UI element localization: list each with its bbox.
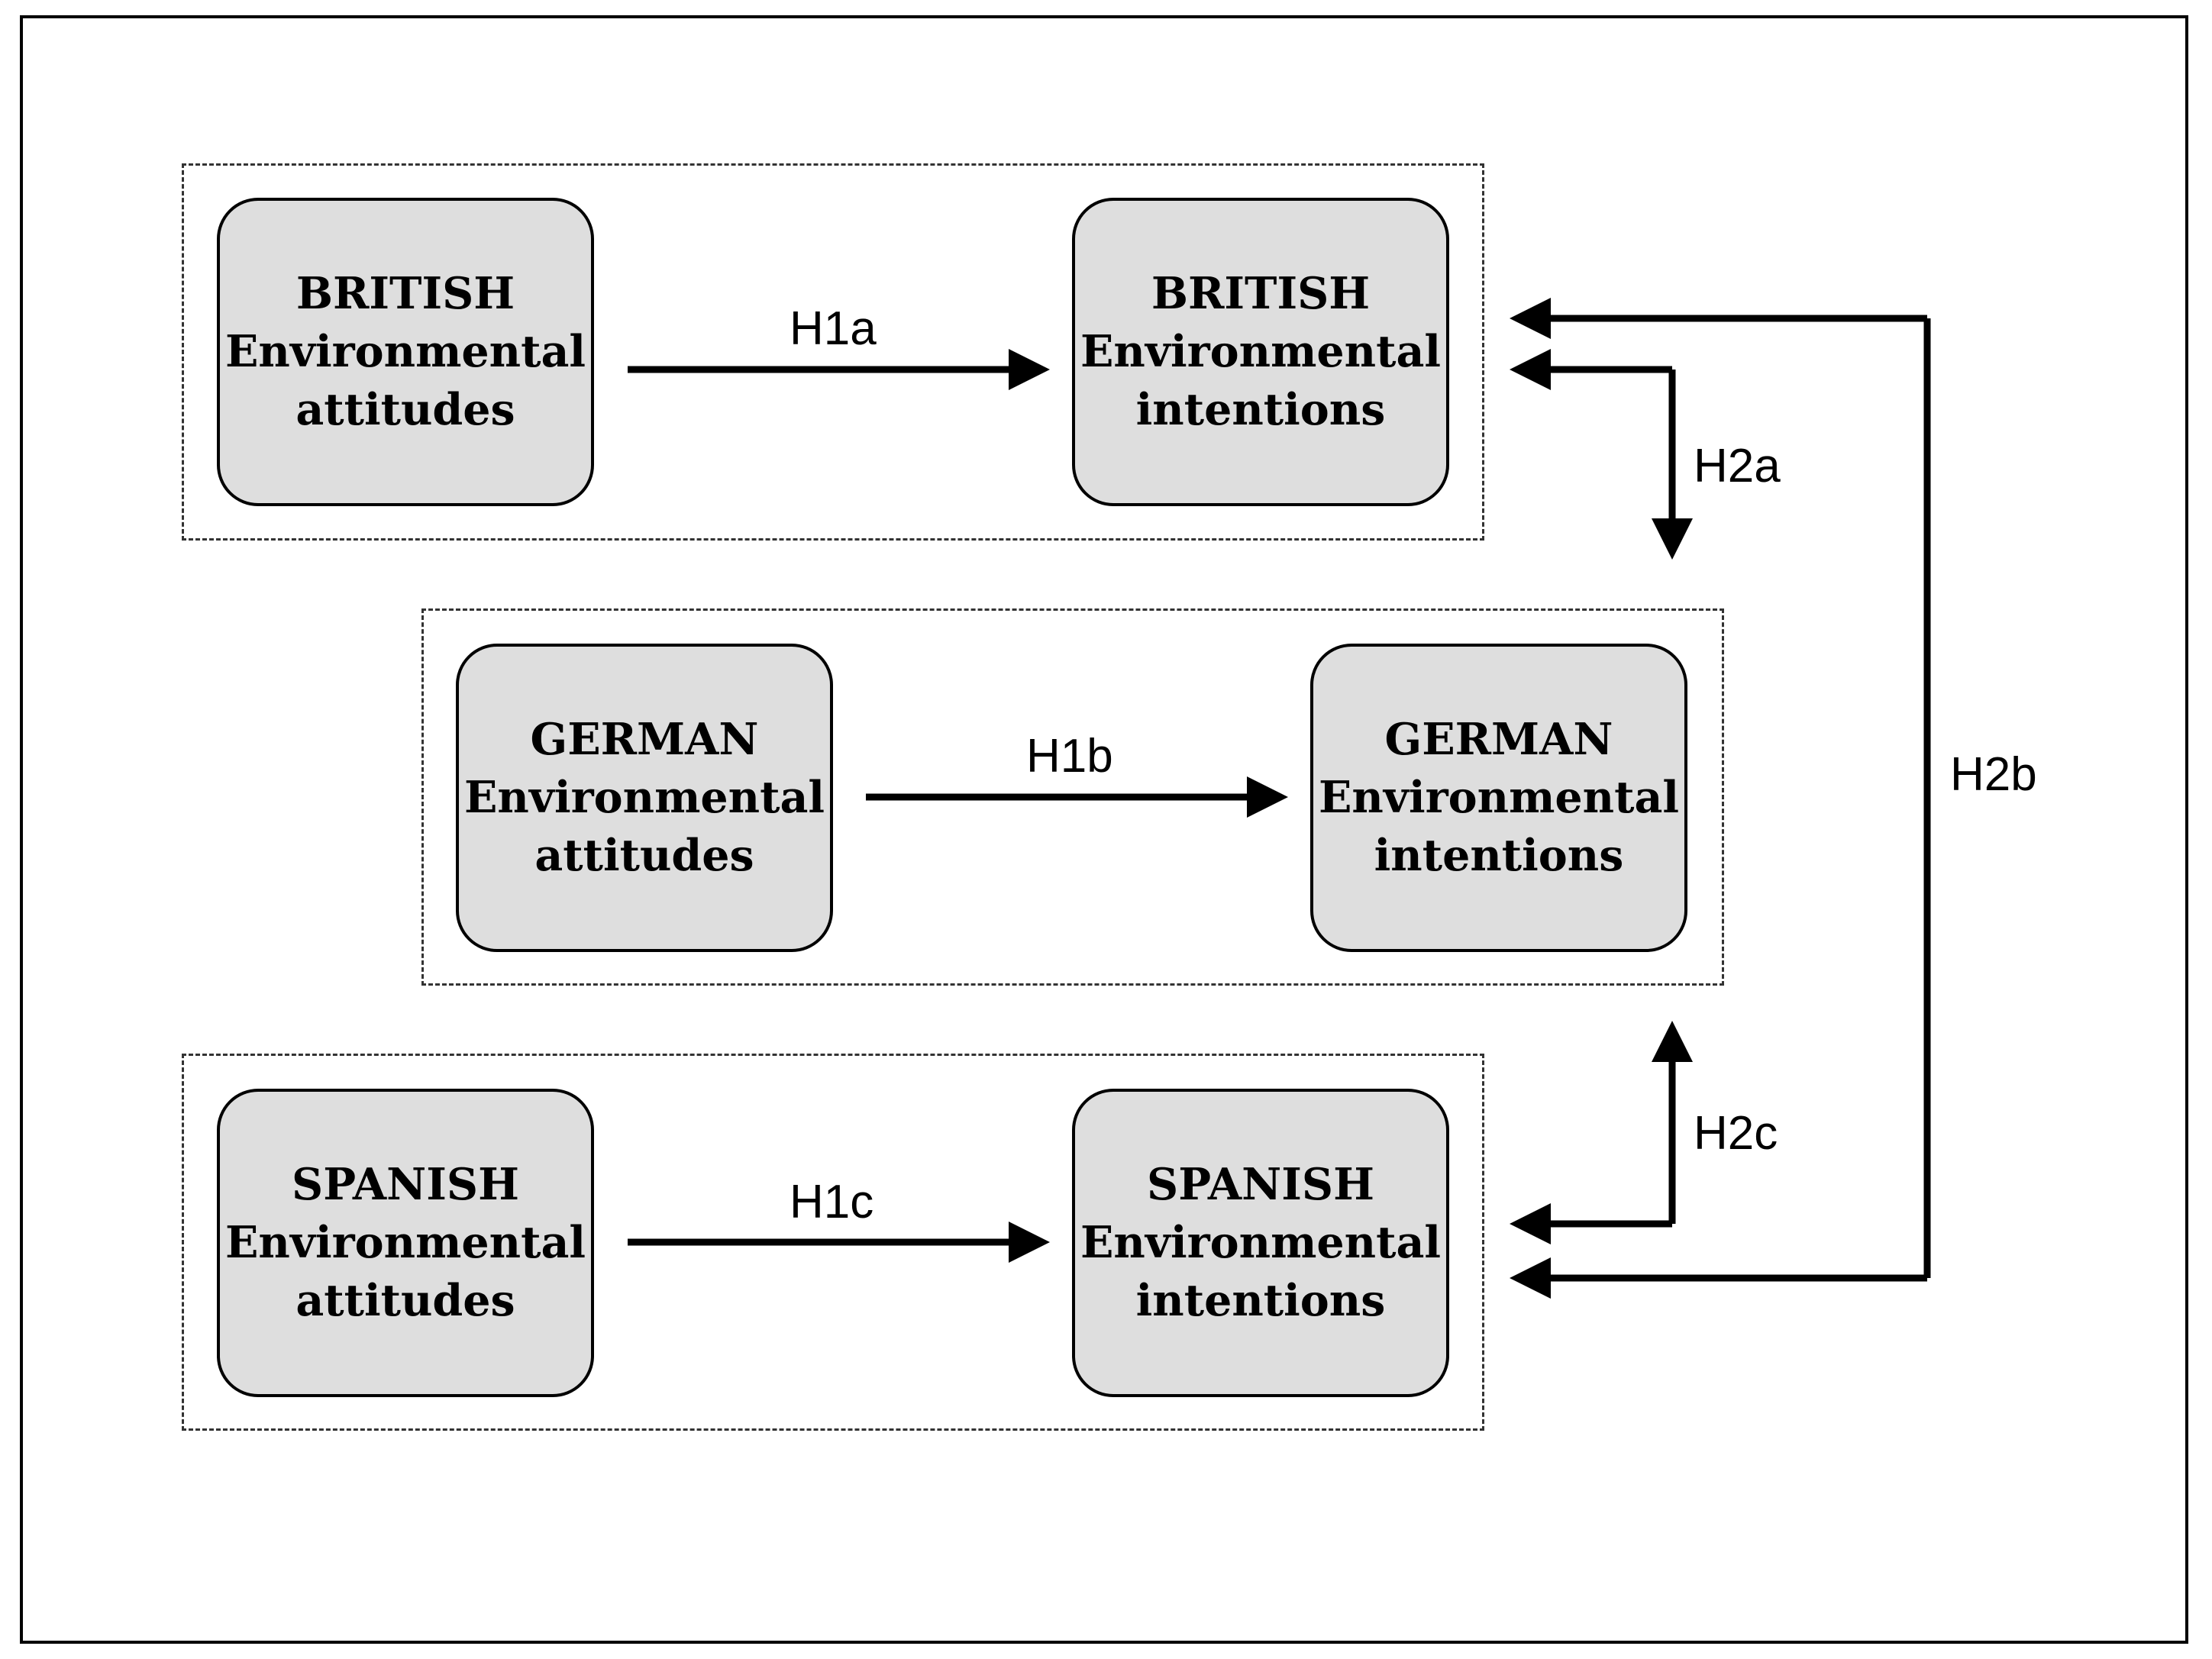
node-title: SPANISH xyxy=(292,1159,519,1210)
british-intentions-node: BRITISH Environmental intentions xyxy=(1072,198,1449,506)
node-line2: Environmental xyxy=(224,1217,586,1268)
node-line3: intentions xyxy=(1374,830,1624,881)
node-line2: Environmental xyxy=(463,772,825,823)
german-intentions-node: GERMAN Environmental intentions xyxy=(1310,644,1687,952)
node-line2: Environmental xyxy=(1080,1217,1442,1268)
h2c-label: H2c xyxy=(1694,1107,1778,1160)
german-group xyxy=(421,608,1724,986)
node-title: BRITISH xyxy=(1151,268,1371,319)
spanish-group xyxy=(182,1054,1484,1431)
british-attitudes-node: BRITISH Environmental attitudes xyxy=(217,198,594,506)
node-line3: intentions xyxy=(1135,1275,1386,1326)
diagram-frame xyxy=(20,15,2188,1644)
h1c-label: H1c xyxy=(790,1176,874,1228)
german-attitudes-node: GERMAN Environmental attitudes xyxy=(456,644,833,952)
node-line3: attitudes xyxy=(295,384,515,435)
node-line2: Environmental xyxy=(1080,326,1442,377)
h1a-label: H1a xyxy=(790,302,877,355)
h1b-label: H1b xyxy=(1026,730,1113,783)
node-line2: Environmental xyxy=(224,326,586,377)
h2b-label: H2b xyxy=(1950,748,2037,801)
node-title: GERMAN xyxy=(530,714,759,765)
spanish-attitudes-node: SPANISH Environmental attitudes xyxy=(217,1089,594,1397)
spanish-intentions-node: SPANISH Environmental intentions xyxy=(1072,1089,1449,1397)
node-title: SPANISH xyxy=(1147,1159,1374,1210)
node-title: BRITISH xyxy=(295,268,515,319)
node-line2: Environmental xyxy=(1318,772,1680,823)
node-title: GERMAN xyxy=(1384,714,1613,765)
h2a-label: H2a xyxy=(1694,440,1781,492)
british-group xyxy=(182,163,1484,541)
node-line3: intentions xyxy=(1135,384,1386,435)
node-line3: attitudes xyxy=(534,830,754,881)
node-line3: attitudes xyxy=(295,1275,515,1326)
